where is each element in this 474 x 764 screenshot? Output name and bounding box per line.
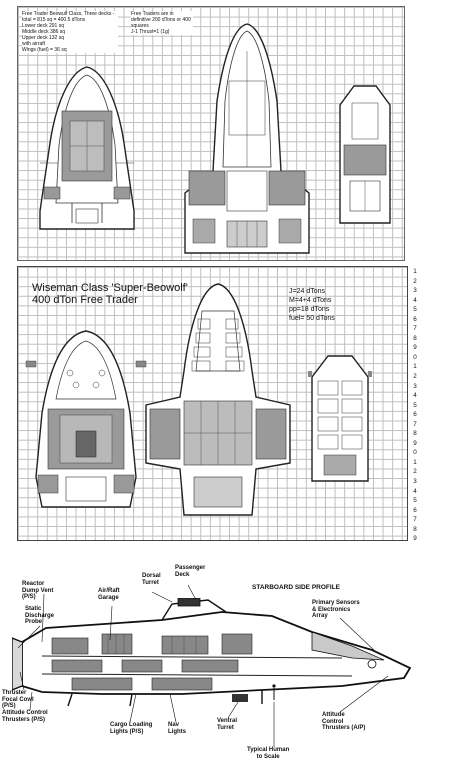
ruler-number: 1 bbox=[413, 458, 417, 466]
ruler-number: 6 bbox=[413, 315, 417, 323]
super-beowolf-deck-plans-panel: Wiseman Class 'Super-Beowolf' 400 dTon F… bbox=[17, 266, 417, 542]
label-starboard-side-profile: STARBOARD SIDE PROFILE bbox=[252, 584, 340, 591]
stat-jump: J=24 dTons bbox=[289, 288, 325, 295]
ruler-number: 4 bbox=[413, 296, 417, 304]
ruler-number: 3 bbox=[413, 287, 417, 295]
label-dorsal-turret: Dorsal Turret bbox=[142, 573, 161, 586]
ruler-number: 9 bbox=[413, 535, 417, 543]
ruler-number: 6 bbox=[413, 506, 417, 514]
plan-title-line-1: Wiseman Class 'Super-Beowolf' bbox=[32, 282, 188, 294]
ruler-number: 1 bbox=[413, 363, 417, 371]
ruler-number: 3 bbox=[413, 478, 417, 486]
label-cargo-loading-lights: Cargo Loading Lights (P/S) bbox=[110, 722, 153, 735]
ruler-number: 7 bbox=[413, 516, 417, 524]
label-typical-human: Typical Human to Scale bbox=[247, 747, 290, 760]
ruler-number: 2 bbox=[413, 468, 417, 476]
lower-deck-plan bbox=[39, 66, 135, 230]
ruler-number: 7 bbox=[413, 325, 417, 333]
label-attitude-control-ap: Attitude Control Thrusters (A/P) bbox=[322, 712, 366, 731]
side-profile-drawing bbox=[12, 598, 412, 707]
starboard-side-profile-panel: Reactor Dump Vent (P/S) Static Discharge… bbox=[0, 548, 474, 764]
label-thruster-focal-cowl: Thruster Focal Cowl (P/S) bbox=[2, 690, 34, 709]
ruler-number: 8 bbox=[413, 525, 417, 533]
ruler-number: 1 bbox=[413, 268, 417, 275]
label-static-discharge-probe: Static Discharge Probe bbox=[25, 606, 55, 625]
stat-maneuver: M=4+4 dTons bbox=[289, 297, 332, 304]
ruler-number: 9 bbox=[413, 439, 417, 447]
ruler-number: 3 bbox=[413, 382, 417, 390]
middle-deck-plan-rev bbox=[145, 283, 291, 516]
ruler-number: 6 bbox=[413, 411, 417, 419]
info-note: Free Traders are in definitive 200 dTons… bbox=[131, 11, 193, 35]
plan-title-line-2: 400 dTon Free Trader bbox=[32, 294, 138, 306]
ruler-number: 4 bbox=[413, 392, 417, 400]
label-air-raft-garage: Air/Raft Garage bbox=[98, 588, 120, 601]
upper-deck-plan bbox=[339, 85, 391, 224]
ruler-number: 4 bbox=[413, 487, 417, 495]
spec-note: Free Trader Beowulf Class, Three decks -… bbox=[22, 11, 118, 53]
upper-deck-plan-rev bbox=[308, 355, 372, 482]
leader-lines bbox=[17, 584, 389, 747]
stat-fuel: fuel= 50 dTons bbox=[289, 315, 335, 322]
ruler-number: 0 bbox=[413, 353, 417, 361]
original-deck-plans-panel: Free Trader Beowulf Class, Three decks -… bbox=[17, 6, 405, 261]
label-passenger-deck: Passenger Deck bbox=[175, 565, 206, 578]
tonnage-stats: J=24 dTons M=4+4 dTons pp=18 dTons fuel=… bbox=[289, 287, 335, 323]
ruler-number: 7 bbox=[413, 420, 417, 428]
label-ventral-turret: Ventral Turret bbox=[217, 718, 238, 731]
ruler-number: 0 bbox=[413, 449, 417, 457]
ruler-number: 8 bbox=[413, 430, 417, 438]
ruler-number: 5 bbox=[413, 497, 417, 505]
ruler-number: 5 bbox=[413, 306, 417, 314]
plan-title: Wiseman Class 'Super-Beowolf' 400 dTon F… bbox=[32, 282, 188, 306]
label-reactor-dump-vent: Reactor Dump Vent (P/S) bbox=[22, 581, 54, 600]
ruler-number: 2 bbox=[413, 373, 417, 381]
label-attitude-control-ps: Attitude Control Thrusters (P/S) bbox=[2, 710, 48, 723]
stat-powerplant: pp=18 dTons bbox=[289, 306, 330, 313]
label-primary-sensors: Primary Sensors & Electronics Array bbox=[312, 600, 360, 619]
ruler-number: 5 bbox=[413, 401, 417, 409]
ruler-number: 2 bbox=[413, 277, 417, 285]
middle-deck-plan bbox=[184, 23, 310, 254]
label-nav-lights: Nav Lights bbox=[168, 722, 186, 735]
lower-deck-plan-rev bbox=[25, 330, 147, 508]
ruler-number: 9 bbox=[413, 344, 417, 352]
ruler-number: 8 bbox=[413, 334, 417, 342]
